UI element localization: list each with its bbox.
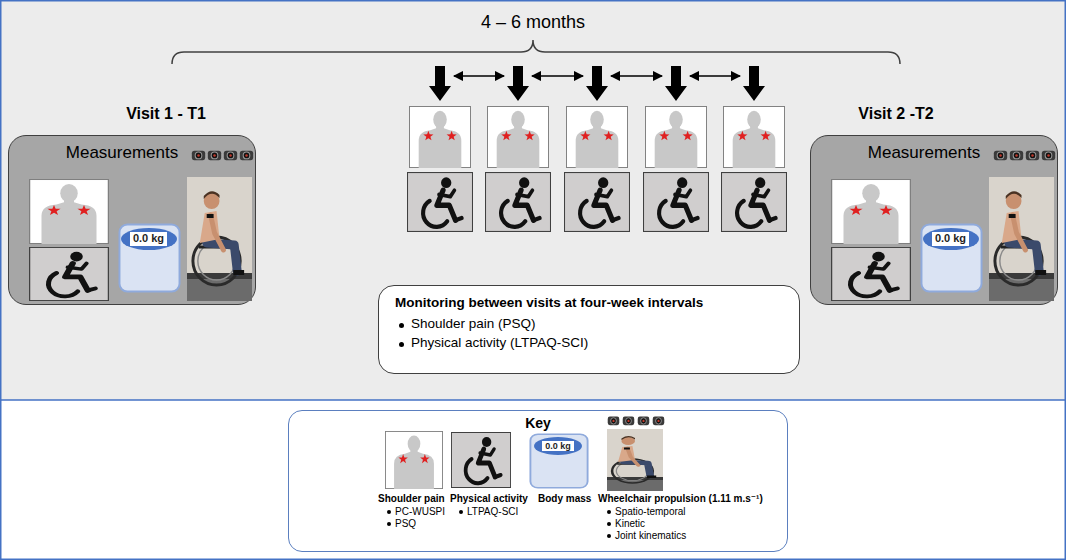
down-arrow [586, 66, 608, 101]
camera-icon [208, 151, 221, 160]
interval-arrows [454, 75, 740, 77]
physical-activity-icon [722, 173, 787, 232]
shoulder-pain-icon [385, 431, 442, 489]
body-mass-scale [921, 224, 981, 291]
top-panel [0, 0, 1066, 400]
down-arrow [665, 66, 687, 101]
down-arrow [743, 66, 765, 101]
scale-display: 0.0 kg [923, 228, 979, 250]
scale-display: 0.0 kg [121, 228, 177, 250]
box-heading: Monitoring between visits at four-week i… [395, 295, 783, 310]
shoulder-pain-icon [723, 106, 784, 168]
shoulder-pain-icon [409, 106, 470, 168]
propulsion-photo [607, 429, 663, 491]
shoulder-pain-icon [487, 106, 548, 168]
legend-heading: Shoulder pain [378, 493, 445, 505]
shoulder-pain-icon [566, 106, 627, 168]
scale-reading: 0.0 kg [932, 232, 969, 245]
interval-arrow [690, 75, 740, 77]
legend-bullet: Kinetic [606, 518, 645, 530]
down-arrow [429, 66, 451, 101]
camera-icon [1026, 151, 1039, 160]
physical-activity-icon [644, 173, 709, 232]
camera-icon [192, 151, 205, 160]
visit-heading: Visit 1 - T1 [126, 105, 206, 123]
legend-bullet: LTPAQ-SCI [458, 506, 518, 518]
camera-icon [994, 151, 1007, 160]
scale-display: 0.0 kg [534, 437, 582, 455]
visit-heading: Visit 2 -T2 [858, 105, 933, 123]
icon-group [289, 411, 789, 553]
camera-icon [623, 417, 635, 426]
monitoring-box: Monitoring between visits at four-week i… [378, 285, 800, 374]
down-arrows [429, 66, 765, 101]
shoulder-pain-icon [645, 106, 706, 168]
panel-title: Measurements [47, 143, 197, 163]
propulsion-photo [989, 177, 1054, 301]
visit-panel: Visit 2 -T2Measurements0.0 kg [810, 135, 1058, 305]
legend-heading: Wheelchair propulsion (1.11 m.s⁻¹) [598, 493, 763, 505]
physical-activity-icon [451, 433, 510, 488]
down-arrow [507, 66, 529, 101]
legend-bullet: Spatio-temporal [606, 506, 686, 518]
interval-arrow [611, 75, 662, 77]
bullet-item: Physical activity (LTPAQ-SCI) [395, 335, 783, 350]
visit-panel: Visit 1 - T1Measurements0.0 kg [8, 135, 256, 305]
legend-bullet: PC-WUSPI [386, 506, 445, 518]
panel-divider [0, 399, 1066, 401]
camera-icon [638, 417, 650, 426]
interval-arrow [532, 75, 583, 77]
interval-arrow [454, 75, 504, 77]
body-mass-scale [530, 434, 587, 488]
body-mass-scale [119, 224, 179, 291]
legend-bullet: Joint kinematics [606, 530, 686, 542]
shoulder-pain-icon [832, 180, 911, 244]
propulsion-photo [187, 177, 252, 301]
physical-activity-icon [832, 247, 911, 300]
camera-icon [1010, 151, 1023, 160]
camera-icon [224, 151, 237, 160]
time-brace [172, 40, 900, 64]
legend-bullet: PSQ [386, 518, 416, 530]
camera-icon [608, 417, 620, 426]
scale-reading: 0.0 kg [130, 232, 167, 245]
physical-activity-icon [486, 173, 551, 232]
duration-label: 4 – 6 months [433, 12, 633, 33]
bullet-item: Shoulder pain (PSQ) [395, 316, 783, 331]
physical-activity-icon [408, 173, 473, 232]
shoulder-pain-icon [30, 180, 109, 244]
camera-icon [1042, 151, 1055, 160]
legend-heading: Physical activity [450, 493, 528, 505]
camera-icon [653, 417, 665, 426]
camera-icon [240, 151, 253, 160]
physical-activity-icon [30, 247, 109, 300]
panel-title: Measurements [849, 143, 999, 163]
scale-reading: 0.0 kg [542, 441, 574, 452]
physical-activity-icon [565, 173, 630, 232]
key-box: Key 0.0 kg [288, 410, 788, 552]
key-heading: Key [289, 415, 787, 431]
legend-heading: Body mass [538, 493, 591, 505]
